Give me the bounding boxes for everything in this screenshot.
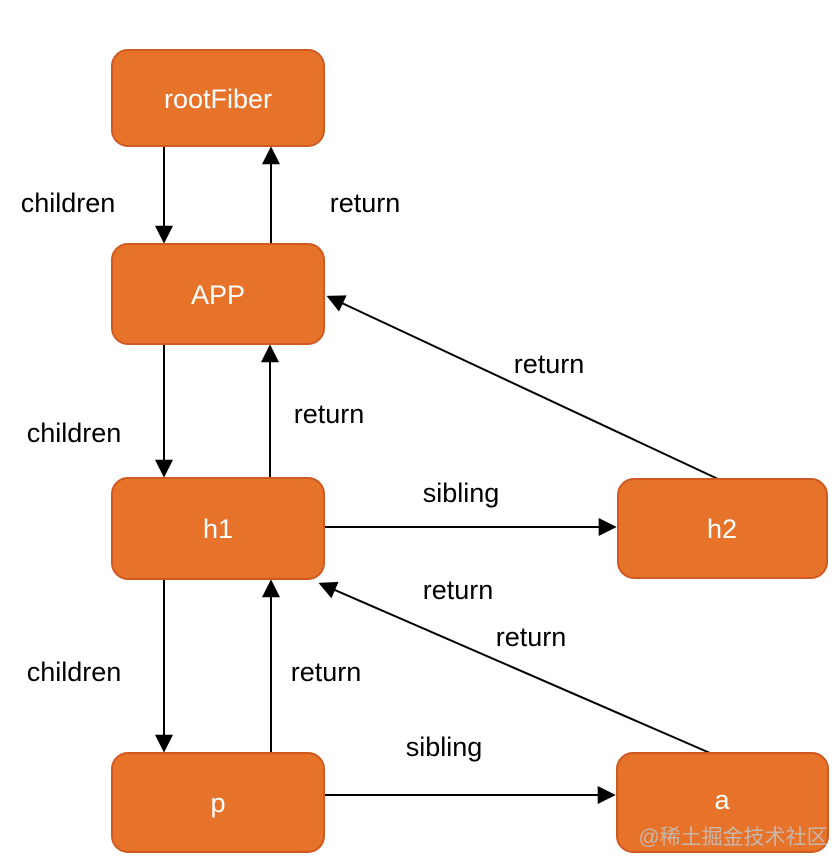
edge-label-return-app-rootfiber: return — [330, 188, 401, 218]
node-p-box — [111, 752, 325, 853]
node-p-label: p — [210, 788, 225, 818]
edge-label-children-h1-p: children — [27, 657, 122, 687]
watermark: @稀土掘金技术社区 — [638, 826, 827, 849]
edge-label-return-a-h1-lower: return — [496, 622, 567, 652]
node-a: a — [616, 752, 829, 853]
node-h1: h1 — [111, 477, 325, 580]
edge-label-sibling-h1-h2: sibling — [423, 478, 500, 508]
node-h2-box — [617, 478, 828, 579]
node-rootfiber: rootFiber — [111, 49, 325, 147]
node-rootfiber-label: rootFiber — [164, 84, 272, 114]
edge-label-return-a-h1-upper: return — [423, 575, 494, 605]
edge-return-h2-app — [326, 295, 719, 480]
node-rootfiber-box — [111, 49, 325, 147]
node-h2: h2 — [617, 478, 828, 579]
edge-label-return-p-h1: return — [291, 657, 362, 687]
node-p: p — [111, 752, 325, 853]
edge-label-children-rootfiber-app: children — [21, 188, 116, 218]
node-h1-box — [111, 477, 325, 580]
edge-label-return-h2-app: return — [514, 349, 585, 379]
node-a-label: a — [714, 785, 730, 815]
edge-label-children-app-h1: children — [27, 418, 122, 448]
edge-labels: children return children return return s… — [21, 188, 585, 762]
edge-return-a-h1 — [318, 581, 711, 754]
edge-label-return-h1-app: return — [294, 399, 365, 429]
nodes: rootFiber APP h1 h2 p a — [111, 49, 829, 853]
node-h2-label: h2 — [707, 514, 737, 544]
node-h1-label: h1 — [203, 514, 233, 544]
edge-label-sibling-p-a: sibling — [406, 732, 483, 762]
node-app-box — [111, 243, 325, 345]
node-app-label: APP — [191, 280, 245, 310]
node-a-box — [616, 752, 829, 853]
node-app: APP — [111, 243, 325, 345]
edges — [155, 146, 719, 804]
